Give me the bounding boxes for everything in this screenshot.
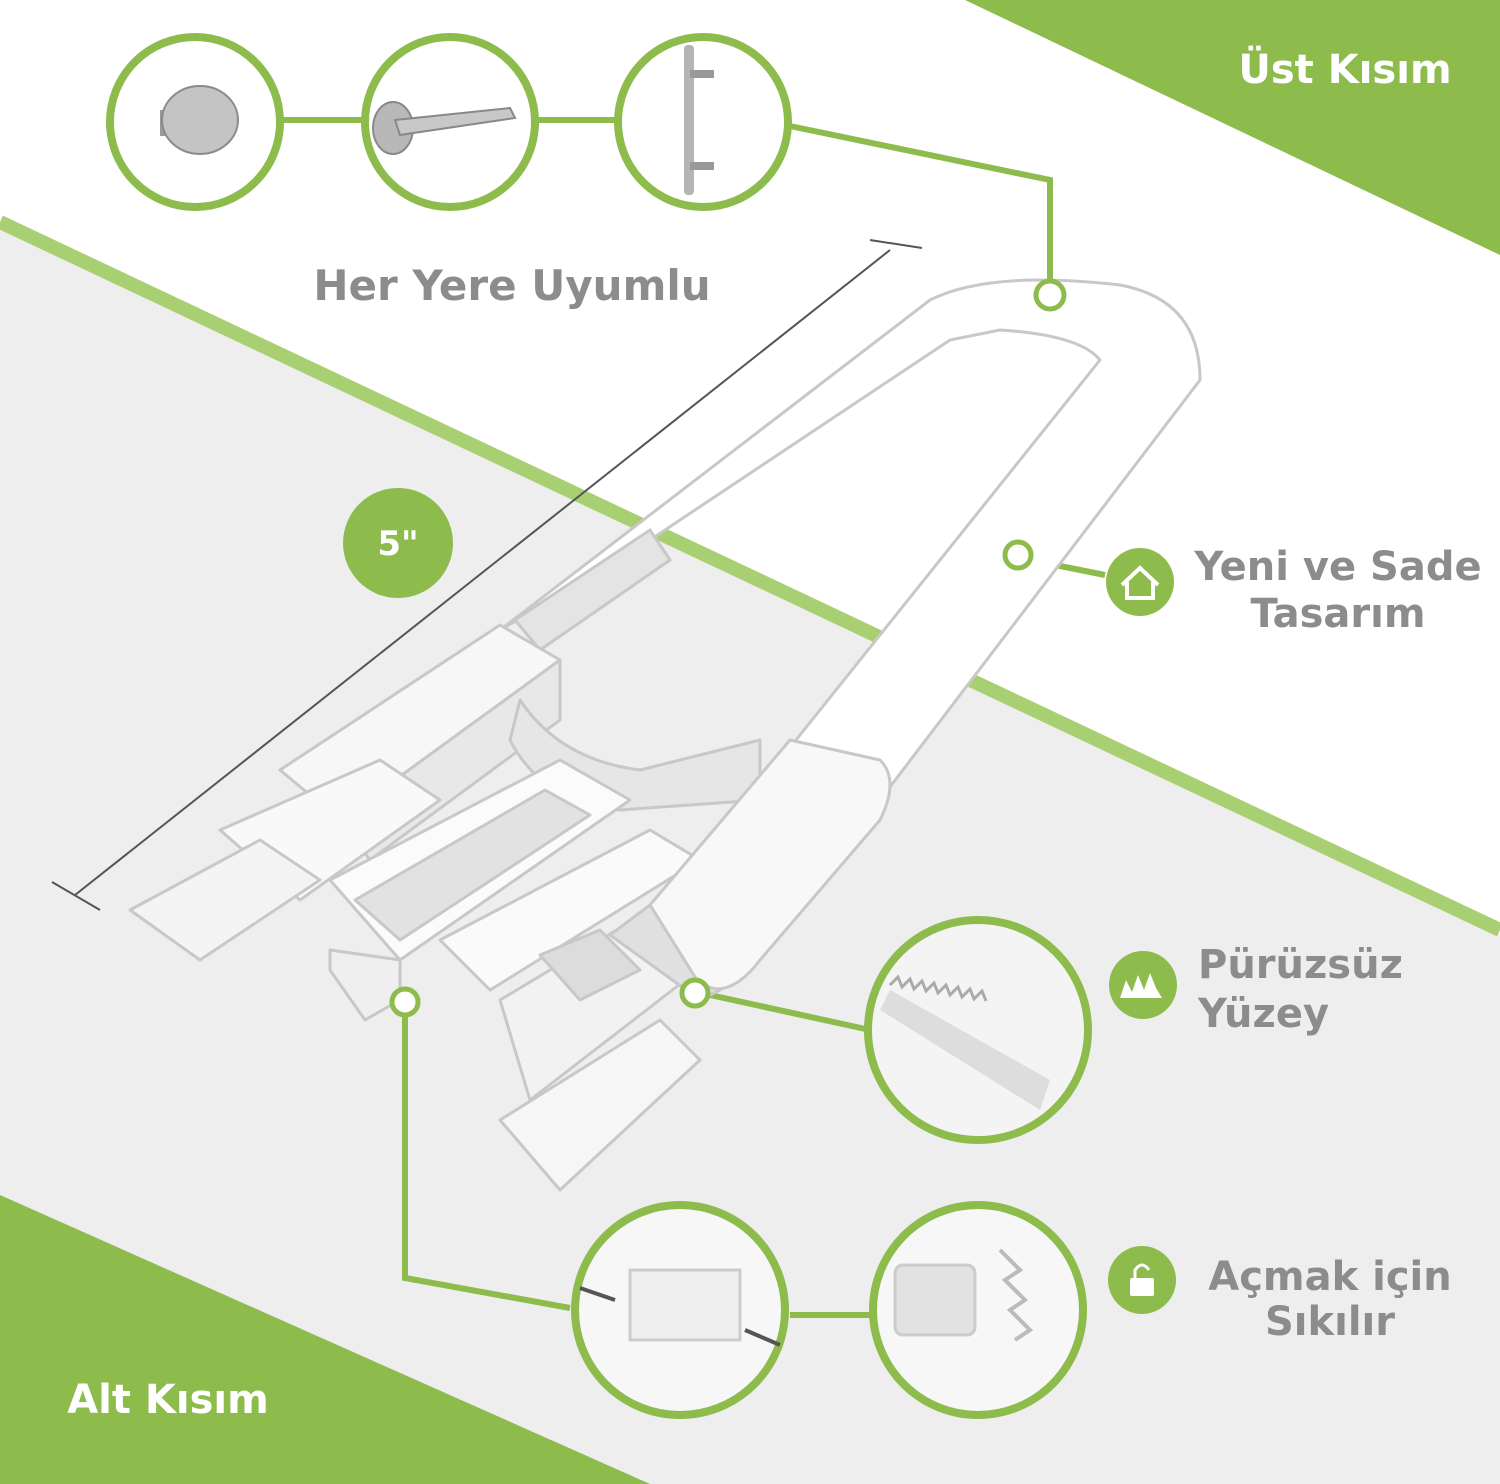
dimension-line bbox=[51, 239, 923, 911]
callout-dot-top bbox=[1033, 278, 1067, 312]
diagonal-green-stripe bbox=[0, 215, 1500, 937]
surface-label-line2: Yüzey bbox=[1197, 991, 1329, 1037]
home-icon bbox=[1106, 548, 1174, 616]
bottom-green-corner bbox=[0, 1195, 650, 1484]
bar-handle-circle bbox=[614, 33, 792, 211]
knob-circle bbox=[106, 33, 284, 211]
top-section-label: Üst Kısım bbox=[1238, 45, 1451, 93]
surface-label-line1: Pürüzsüz bbox=[1198, 942, 1403, 988]
bottom-section-label: Alt Kısım bbox=[67, 1377, 269, 1423]
unlock-icon bbox=[1108, 1246, 1176, 1314]
design-label-line2: Tasarım bbox=[1250, 591, 1425, 637]
smooth-surface-detail-circle bbox=[864, 916, 1092, 1144]
callout-dot-design bbox=[1002, 539, 1034, 571]
squeeze-label-line2: Sıkılır bbox=[1265, 1299, 1395, 1345]
lever-handle-circle bbox=[361, 33, 539, 211]
top-green-corner bbox=[965, 0, 1500, 255]
size-badge-text: 5" bbox=[377, 524, 418, 564]
compatible-label: Her Yere Uyumlu bbox=[313, 261, 710, 310]
squeeze-detail-circle-left bbox=[571, 1201, 789, 1419]
squeeze-detail-circle-right bbox=[869, 1201, 1087, 1419]
design-label-line1: Yeni ve Sade bbox=[1193, 544, 1481, 590]
callout-dot-bottom bbox=[389, 986, 421, 1018]
teeth-icon bbox=[1109, 951, 1177, 1019]
callout-dot-surface bbox=[679, 977, 711, 1009]
cabinet-lock-product bbox=[128, 278, 1202, 1192]
size-badge bbox=[343, 488, 453, 598]
squeeze-label-line1: Açmak için bbox=[1208, 1254, 1451, 1300]
callout-lines bbox=[280, 117, 1106, 1318]
